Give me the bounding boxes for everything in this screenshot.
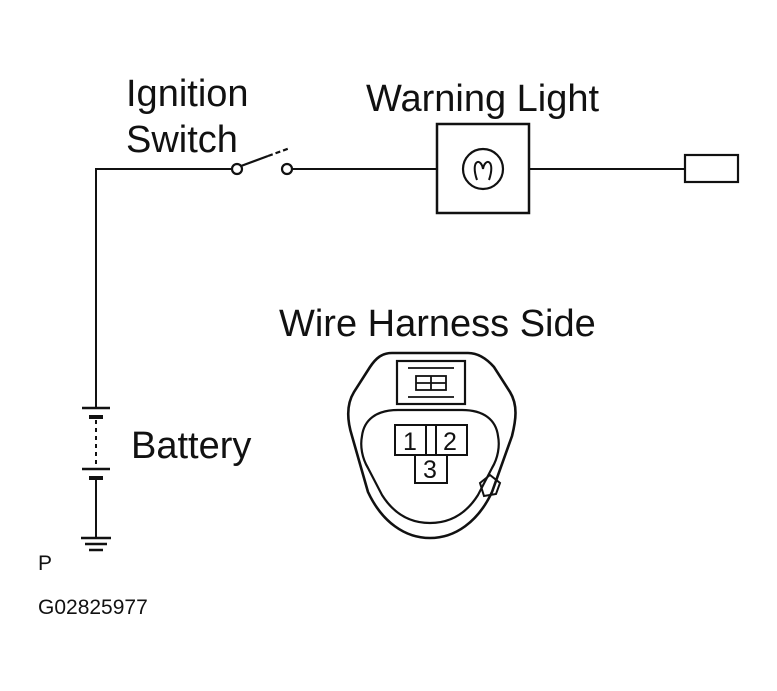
ignition-switch-label-line2: Switch	[126, 119, 238, 161]
pin-3-label: 3	[423, 456, 437, 484]
battery-label: Battery	[131, 425, 251, 467]
warning-light-symbol	[435, 122, 531, 215]
ignition-switch-label-line1: Ignition	[126, 73, 249, 115]
warning-light-label: Warning Light	[366, 78, 599, 120]
ground-icon	[81, 536, 111, 552]
corner-letter: P	[38, 552, 52, 575]
figure-code: G02825977	[38, 596, 148, 619]
pin-1-label: 1	[403, 428, 417, 456]
battery-symbol	[82, 406, 110, 538]
harness-connector-face	[346, 351, 517, 540]
wire-harness-side-label: Wire Harness Side	[279, 303, 596, 345]
pin-2-label: 2	[443, 428, 457, 456]
connector-terminal-box	[683, 153, 740, 184]
circuit-wire	[95, 168, 685, 408]
ignition-switch-symbol	[230, 146, 294, 176]
